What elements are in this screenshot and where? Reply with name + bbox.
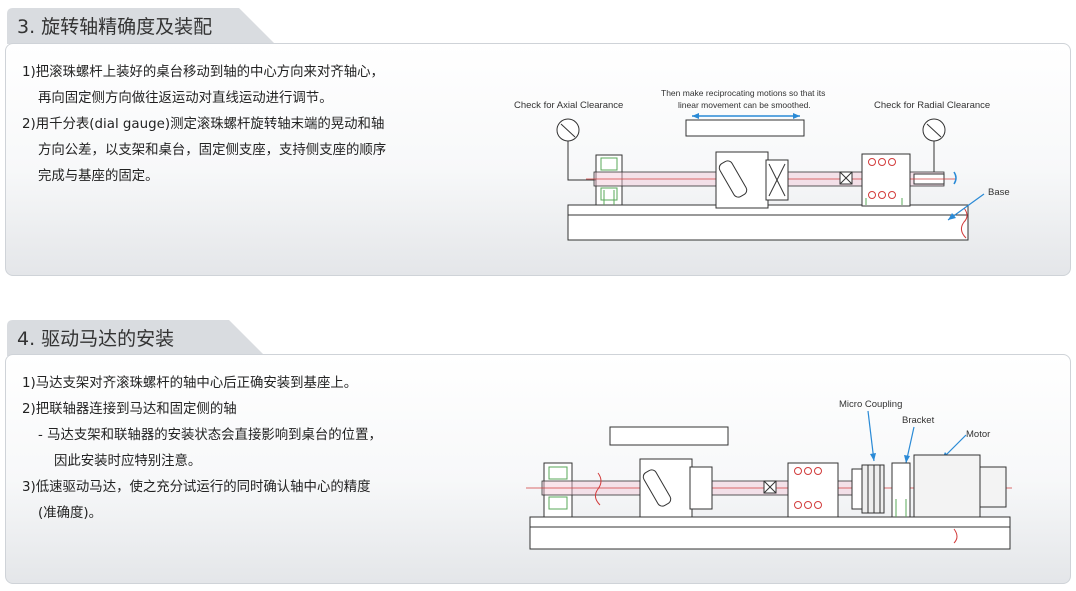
- section-4-panel: 1)马达支架对齐滚珠螺杆的轴中心后正确安装到基座上。 2)把联轴器连接到马达和固…: [5, 354, 1071, 584]
- section-3-step-2-cont-a: 方向公差，以支架和桌台，固定侧支座，支持侧支座的顺序: [38, 143, 387, 158]
- motor-label: Motor: [966, 429, 990, 440]
- axial-dial-gauge-icon: [556, 118, 596, 181]
- section-4-step-2-note-cont: 因此安装时应特别注意。: [54, 454, 202, 469]
- section-4-step-3: 3)低速驱动马达，使之充分试运行的同时确认轴中心的精度: [22, 480, 371, 495]
- radial-dial-gauge-icon: [922, 118, 946, 172]
- section-3-step-1: 1)把滚珠螺杆上装好的桌台移动到轴的中心方向来对齐轴心，: [22, 65, 384, 80]
- reciprocating-note-line-2: linear movement can be smoothed.: [678, 100, 811, 110]
- base-plate-4: [529, 526, 1011, 550]
- section-4-step-3-cont: (准确度)。: [38, 506, 103, 521]
- micro-coupling-icon: [851, 464, 885, 514]
- check-axial-label: Check for Axial Clearance: [514, 100, 623, 111]
- section-4-title: 4. 驱动马达的安装: [17, 328, 175, 350]
- fixed-side-bearing-4: [787, 462, 839, 518]
- section-4-step-1: 1)马达支架对齐滚珠螺杆的轴中心后正确安装到基座上。: [22, 376, 358, 391]
- motor-bracket: [891, 462, 911, 518]
- section-3-step-2: 2)用千分表(dial gauge)测定滚珠螺杆旋转轴末端的晃动和轴: [22, 117, 385, 132]
- section-4-diagram: Micro Coupling Bracket Motor: [526, 399, 1012, 550]
- table-plate-4: [609, 426, 729, 446]
- section-4-steps: 1)马达支架对齐滚珠螺杆的轴中心后正确安装到基座上。 2)把联轴器连接到马达和固…: [22, 371, 382, 527]
- section-3-tab-shape: [7, 8, 275, 44]
- section-4-step-2: 2)把联轴器连接到马达和固定侧的轴: [22, 402, 237, 417]
- table-plate: [685, 119, 805, 137]
- section-3-diagram: Check for Axial Clearance Check for Radi…: [514, 88, 1010, 241]
- reciprocate-arrow-icon: [692, 113, 800, 119]
- section-3-panel: 1)把滚珠螺杆上装好的桌台移动到轴的中心方向来对齐轴心， 再向固定侧方向做往返运…: [5, 43, 1071, 276]
- section-4-step-2-note: - 马达支架和联轴器的安装状态会直接影响到桌台的位置，: [38, 428, 382, 443]
- reciprocating-note-line-1: Then make reciprocating motions so that …: [661, 88, 825, 98]
- check-radial-label: Check for Radial Clearance: [874, 100, 990, 111]
- micro-coupling-arrow-icon: [867, 410, 876, 462]
- section-3-tab: 3. 旋转轴精确度及装配: [7, 8, 277, 44]
- bracket-label: Bracket: [902, 415, 935, 426]
- section-3-steps: 1)把滚珠螺杆上装好的桌台移动到轴的中心方向来对齐轴心， 再向固定侧方向做往返运…: [22, 60, 386, 190]
- section-4-tab: 4. 驱动马达的安装: [7, 320, 277, 356]
- base-plate: [567, 214, 969, 241]
- support-side-bearing: [861, 153, 911, 207]
- section-3-title: 3. 旋转轴精确度及装配: [17, 16, 213, 38]
- rotation-arrow-icon: [953, 171, 957, 185]
- base-label: Base: [988, 187, 1010, 198]
- section-3-step-2-cont-b: 完成与基座的固定。: [38, 169, 159, 184]
- motor-icon: [913, 454, 1007, 518]
- ball-nut-block-4: [639, 458, 693, 518]
- bracket-arrow-icon: [904, 426, 915, 464]
- micro-coupling-label: Micro Coupling: [839, 399, 902, 410]
- section-3-step-1-cont: 再向固定侧方向做往返运动对直线运动进行调节。: [38, 91, 333, 106]
- section-4-tab-shape: [7, 320, 265, 356]
- base-arrow-icon: [947, 193, 985, 221]
